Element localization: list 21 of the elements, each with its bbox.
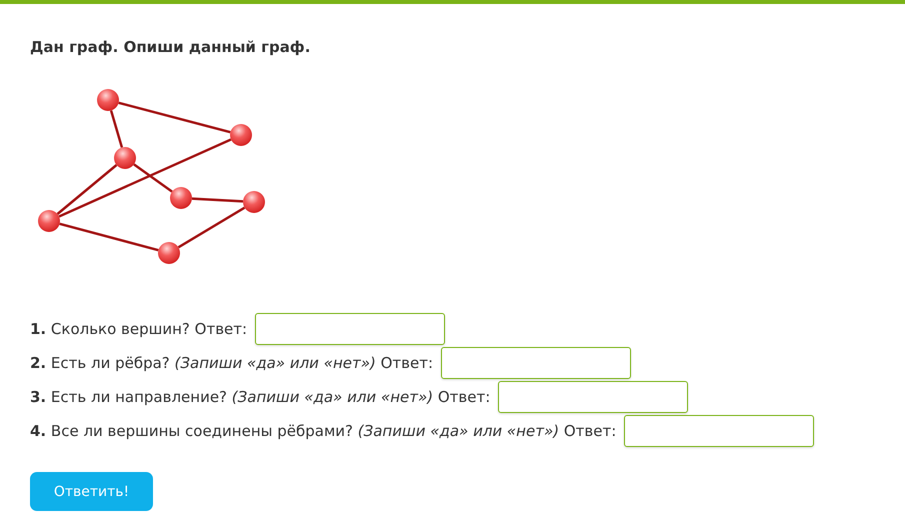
graph-vertex [170,187,192,209]
graph-edge-line [133,163,173,193]
question-text: 2. Есть ли рёбра? (Запиши «да» или «нет») Ответ: [30,354,434,372]
submit-button: Ответить! [30,472,153,511]
graph-edge-line [178,206,246,248]
graph-edge-line [59,222,159,252]
graph-edge-line [58,138,232,218]
graph-vertex [230,124,252,146]
graph-vertex [158,242,180,264]
graph-vertex [97,89,119,111]
graph-edge-line [56,164,118,215]
question-text: 1. Сколько вершин? Ответ: [30,320,248,338]
question-text: 4. Все ли вершины соединены рёбрами? (Запиши «да» или «нет») Ответ: [30,422,616,440]
graph-edge-line [118,102,231,134]
task-heading: Дан граф. Опиши данный граф. [30,38,310,56]
graph-vertex [114,147,136,169]
question-text: 3. Есть ли направление? (Запиши «да» или «нет») Ответ: [30,388,490,406]
graph-vertex [243,191,265,213]
graph-edge-line [110,110,124,148]
graph-edge-line [192,197,244,203]
graph-vertex [38,210,60,232]
